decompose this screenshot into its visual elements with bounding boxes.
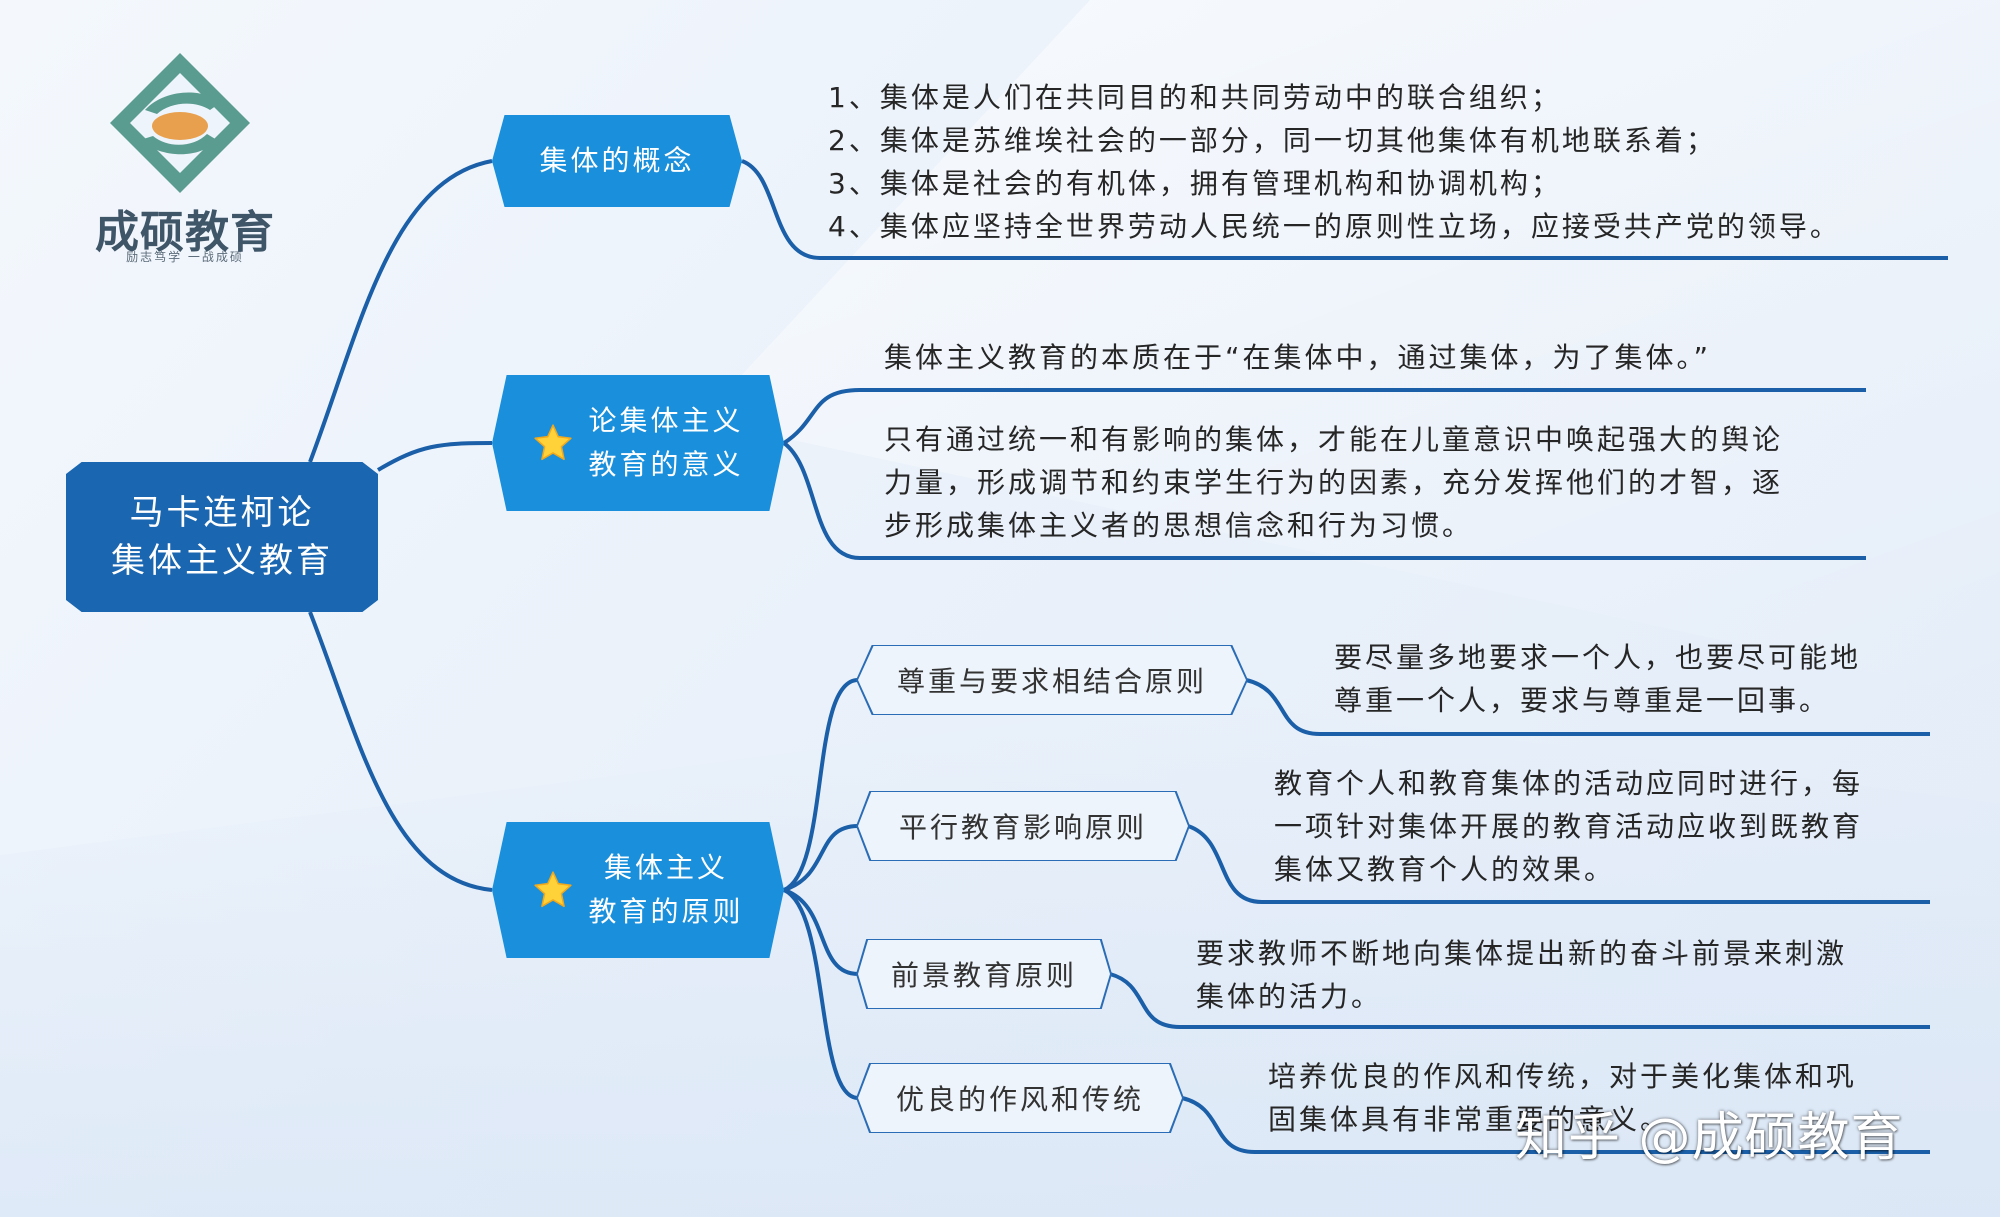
significance-text-line1: 只有通过统一和有影响的集体，才能在儿童意识中唤起强大的舆论 [884,423,1784,456]
principle-desc-parallel-line3: 集体又教育个人的效果。 [1274,853,1616,886]
principle-label-tradition: 优良的作风和传统 [858,1064,1182,1132]
significance-text-line3: 步形成集体主义者的思想信念和行为习惯。 [884,509,1474,542]
watermark: 知乎 @成硕教育 [1515,1108,1904,1168]
principle-node-prospect: 前景教育原则 [856,939,1112,1009]
connector-s1-desc [1245,678,1930,736]
connector-root-b3 [308,611,493,892]
principle-desc-parallel-line2: 一项针对集体开展的教育活动应收到既教育 [1274,810,1864,843]
branch-significance: 论集体主义 教育的意义 [492,375,784,511]
principle-desc-tradition-line1: 培养优良的作风和传统，对于美化集体和巩 [1268,1060,1858,1093]
concept-item-1: 1、集体是人们在共同目的和共同劳动中的联合组织； [828,81,1562,114]
principle-node-respect: 尊重与要求相结合原则 [856,645,1248,715]
principle-node-tradition: 优良的作风和传统 [856,1063,1184,1133]
principle-desc-respect-line1: 要尽量多地要求一个人，也要尽可能地 [1334,641,1862,674]
principle-label-parallel: 平行教育影响原则 [858,792,1188,860]
root-title-line2: 集体主义教育 [111,541,333,581]
principle-desc-tradition-line2: 固集体具有非常重要的意义。 [1268,1103,1672,1136]
root-title-line1: 马卡连柯论 [129,493,315,533]
significance-text-line2: 力量，形成调节和约束学生行为的因素，充分发挥他们的才智，逐 [884,466,1784,499]
connector-s4-desc [1181,1096,1930,1154]
connector-root-b1 [308,159,493,463]
connector-b3-s4 [782,888,859,1100]
root-node: 马卡连柯论 集体主义教育 [66,462,378,612]
connector-s3-desc [1109,972,1930,1029]
branch-concept-label: 集体的概念 [539,144,695,177]
branch-principles-line2: 教育的原则 [588,895,744,928]
principle-desc-prospect-line2: 集体的活力。 [1196,980,1383,1013]
concept-item-2: 2、集体是苏维埃社会的一部分，同一切其他集体有机地联系着； [828,124,1717,157]
principle-label-respect: 尊重与要求相结合原则 [858,646,1246,714]
principle-desc-prospect-line1: 要求教师不断地向集体提出新的奋斗前景来刺激 [1196,937,1848,970]
branch-significance-line1: 论集体主义 [588,404,744,437]
branch-principles-line1: 集体主义 [603,851,728,884]
connector-b3-s1 [783,678,859,892]
connector-b2-bottom [782,441,1866,560]
principle-desc-respect-line2: 尊重一个人，要求与尊重是一回事。 [1334,684,1831,717]
logo-slogan: 励志笃学 一战成硕 [126,250,244,264]
significance-essence: 集体主义教育的本质在于“在集体中，通过集体，为了集体。” [884,341,1712,374]
connector-b3-s2 [783,824,859,892]
connector-root-b2 [376,441,493,472]
connector-b3-s3 [783,888,859,976]
connector-b2-top [782,388,1866,445]
principle-node-parallel: 平行教育影响原则 [856,791,1190,861]
branch-significance-line2: 教育的意义 [588,448,744,481]
star-icon [534,424,573,461]
logo-mark-icon [110,53,250,193]
star-icon [534,871,573,908]
principle-label-prospect: 前景教育原则 [858,940,1110,1008]
concept-item-4: 4、集体应坚持全世界劳动人民统一的原则性立场，应接受共产党的领导。 [828,210,1841,243]
branch-principles: 集体主义 教育的原则 [492,822,784,958]
concept-item-3: 3、集体是社会的有机体，拥有管理机构和协调机构； [828,167,1562,200]
logo-name: 成硕教育 [95,207,275,258]
connector-s2-desc [1187,824,1930,904]
branch-concept: 集体的概念 [492,115,742,207]
principle-desc-parallel-line1: 教育个人和教育集体的活动应同时进行，每 [1274,767,1864,800]
connector-b1-list [741,159,1948,260]
